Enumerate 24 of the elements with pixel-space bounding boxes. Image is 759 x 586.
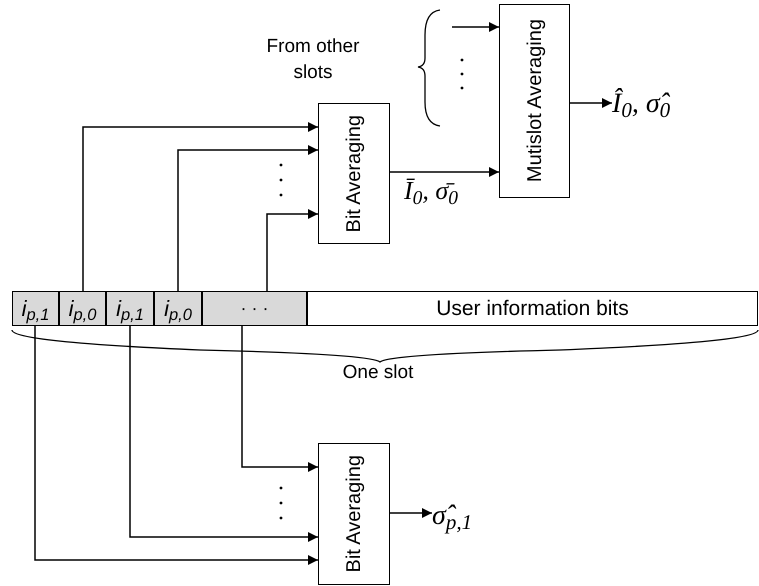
arrow xyxy=(177,145,318,291)
slot-field: · · · xyxy=(202,291,307,326)
arrow xyxy=(390,167,499,177)
slot-field: i$_{p,0}$ xyxy=(59,291,106,326)
arrow xyxy=(129,326,318,542)
arrow xyxy=(570,98,612,108)
arrow xyxy=(390,508,432,518)
arrow xyxy=(82,122,318,291)
output-symbol: σ̂$_{p,1}$ xyxy=(432,492,512,540)
edge-label: Ī$_{0}$, σ̄$_{0}$ xyxy=(402,178,460,204)
process-box: Bit Averaging xyxy=(318,103,390,244)
annotation-text: From other slots xyxy=(266,35,360,85)
annotation-text: One slot xyxy=(342,361,414,385)
arrow xyxy=(241,326,318,472)
output-symbol: Î$_{0}$, σ̂$_{0}$ xyxy=(612,82,732,126)
process-box: Mutislot Averaging xyxy=(499,4,570,198)
arrow xyxy=(34,326,318,565)
process-box: Bit Averaging xyxy=(318,443,390,585)
slot-field: i$_{p,1}$ xyxy=(12,291,59,326)
slot-field: i$_{p,1}$ xyxy=(106,291,154,326)
slot-field: User information bits xyxy=(307,291,758,326)
slot-field: i$_{p,0}$ xyxy=(154,291,202,326)
arrow xyxy=(452,22,499,32)
arrow xyxy=(266,209,318,291)
